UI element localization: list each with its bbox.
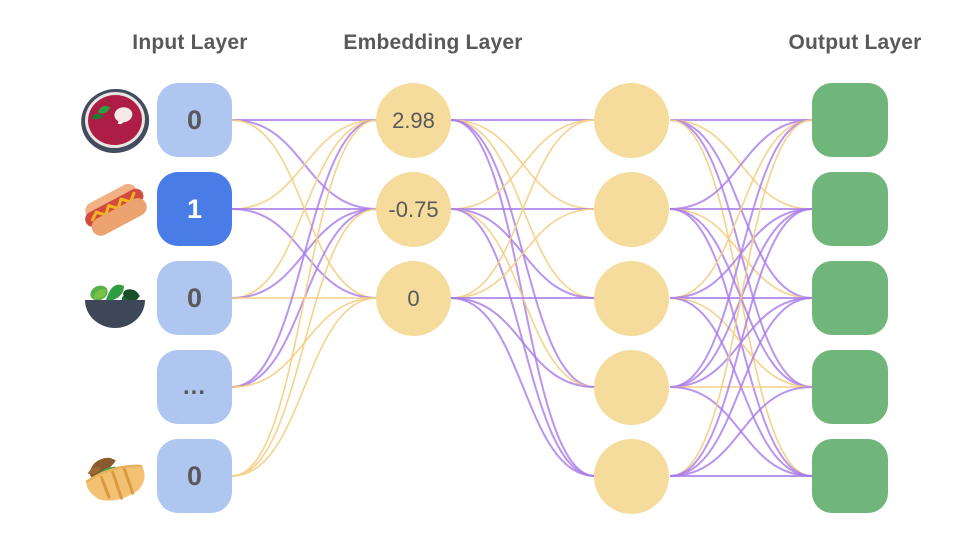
hidden-node-4 xyxy=(594,350,669,425)
output-node-1 xyxy=(812,83,888,157)
input-node-flatbread: 0 xyxy=(157,439,232,513)
output-node-3 xyxy=(812,261,888,335)
output-layer-title: Output Layer xyxy=(788,31,922,54)
embedding-node-3: 0 xyxy=(376,261,451,336)
input-node-salad: 0 xyxy=(157,261,232,335)
embedding-layer-title: Embedding Layer xyxy=(343,31,523,54)
hidden-node-2 xyxy=(594,172,669,247)
input-node-hotdog: 1 xyxy=(157,172,232,246)
salad-icon xyxy=(79,263,151,335)
input-node-ellipsis: ... xyxy=(157,350,232,424)
input-node-soup: 0 xyxy=(157,83,232,157)
embedding-node-1: 2.98 xyxy=(376,83,451,158)
hidden-node-1 xyxy=(594,83,669,158)
input-layer-title: Input Layer xyxy=(132,31,248,54)
stuffed-flatbread-icon xyxy=(79,441,151,513)
hidden-node-5 xyxy=(594,439,669,514)
hot-dog-icon xyxy=(79,173,151,245)
hidden-node-3 xyxy=(594,261,669,336)
borscht-soup-icon xyxy=(79,84,151,156)
output-node-2 xyxy=(812,172,888,246)
output-node-4 xyxy=(812,350,888,424)
output-node-5 xyxy=(812,439,888,513)
embedding-node-2: -0.75 xyxy=(376,172,451,247)
